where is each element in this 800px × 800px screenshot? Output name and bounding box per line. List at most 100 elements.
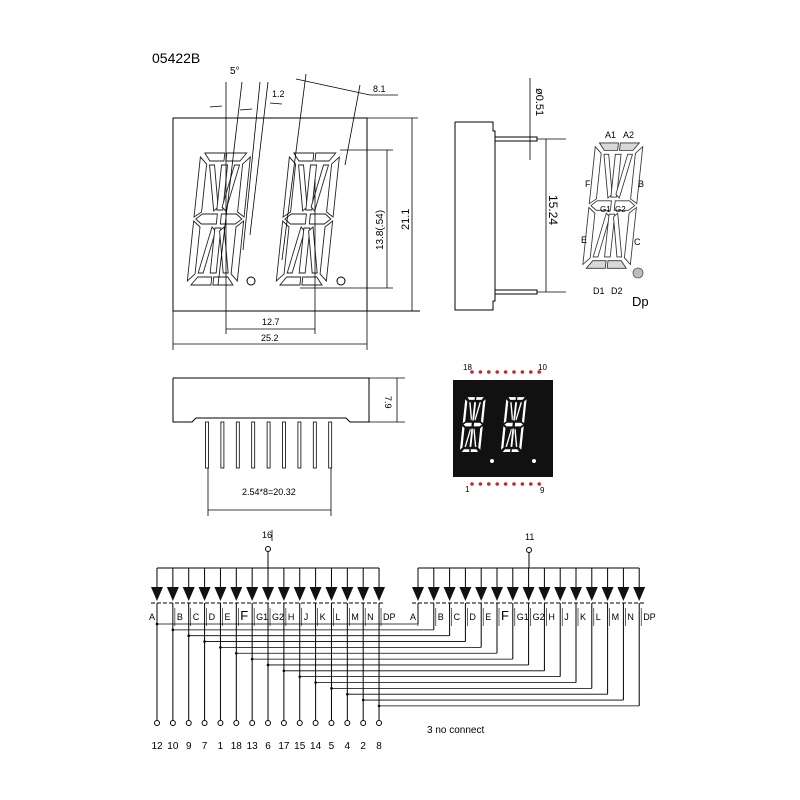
label-d2: D2 bbox=[611, 286, 623, 296]
junction-dot bbox=[377, 704, 381, 708]
decimal-point bbox=[246, 276, 256, 286]
pin-terminal bbox=[280, 720, 287, 726]
segment-d1 bbox=[585, 260, 607, 269]
segment-width-label: 1.2 bbox=[272, 89, 285, 99]
pin-label-1: 1 bbox=[465, 485, 470, 494]
segment-label-a: A bbox=[410, 612, 416, 622]
segment-a2 bbox=[619, 142, 641, 151]
common-pin-terminal bbox=[265, 546, 271, 552]
segment-j bbox=[514, 401, 523, 422]
segment-c bbox=[518, 424, 525, 452]
side-pin-bottom bbox=[494, 289, 538, 295]
junction-dot bbox=[314, 681, 317, 684]
diode-symbol bbox=[427, 587, 440, 601]
junction-dot bbox=[219, 646, 222, 649]
pin-terminal bbox=[154, 720, 160, 726]
pin-dot bbox=[503, 482, 508, 486]
pin-dot bbox=[470, 370, 474, 374]
segment-j bbox=[615, 153, 634, 199]
diode-symbol bbox=[214, 587, 227, 601]
diode-symbol bbox=[151, 587, 163, 601]
segment-l bbox=[604, 213, 616, 258]
label-g2: G2 bbox=[615, 205, 626, 214]
segment-a2 bbox=[225, 152, 248, 162]
label-b: B bbox=[638, 179, 644, 189]
segment-c bbox=[319, 220, 334, 283]
pin bbox=[297, 421, 302, 469]
pin-terminal bbox=[344, 720, 351, 726]
segment-i bbox=[610, 153, 622, 198]
segment-l bbox=[209, 227, 222, 274]
segment-label-m: M bbox=[351, 612, 359, 622]
segment-label-m: M bbox=[612, 612, 620, 622]
pin-span-label: 2.54*8=20.32 bbox=[242, 487, 296, 497]
diode-symbol bbox=[475, 587, 488, 601]
segment-label-h: H bbox=[548, 612, 555, 622]
segment-label-k: K bbox=[580, 612, 586, 622]
segment-label-l: L bbox=[335, 612, 340, 622]
segment-c bbox=[623, 206, 637, 266]
segment-a1 bbox=[466, 396, 476, 401]
pin-dot bbox=[512, 482, 516, 486]
label-c: C bbox=[634, 237, 641, 247]
pin-terminal bbox=[328, 720, 335, 726]
segment-label-c: C bbox=[454, 612, 461, 622]
segment-g1 bbox=[462, 422, 473, 427]
pin-terminal bbox=[233, 720, 240, 726]
diode-symbol bbox=[341, 587, 354, 601]
pin-dot bbox=[487, 482, 491, 486]
junction-dot bbox=[361, 698, 365, 702]
diode-symbol bbox=[459, 587, 472, 601]
pin-number: 6 bbox=[265, 741, 271, 752]
segment-label-j: J bbox=[564, 612, 569, 622]
pin-terminal bbox=[296, 720, 303, 726]
segment-i bbox=[305, 164, 318, 211]
pin-dot bbox=[478, 482, 483, 486]
pin-number: 2 bbox=[360, 741, 366, 752]
segment-m bbox=[613, 212, 623, 258]
label-e: E bbox=[581, 235, 587, 245]
segment-g2 bbox=[308, 213, 332, 225]
diode-symbol bbox=[522, 587, 535, 601]
slant-line bbox=[242, 81, 261, 251]
no-connect-note: 3 no connect bbox=[427, 725, 484, 736]
diode-symbol bbox=[293, 587, 306, 601]
segment-d2 bbox=[510, 448, 521, 453]
pin-label-9: 9 bbox=[540, 486, 545, 495]
sixteen-segment-digit bbox=[186, 152, 251, 286]
common-pin-left-label: 16 bbox=[262, 530, 272, 540]
segment-label-n: N bbox=[367, 612, 374, 622]
pin bbox=[282, 421, 286, 469]
pin bbox=[235, 421, 240, 469]
segment-g1 bbox=[503, 422, 514, 427]
diode-symbol bbox=[633, 587, 646, 601]
pin-number: 4 bbox=[345, 741, 351, 752]
segment-a2 bbox=[475, 396, 486, 401]
bottom-height-label: 7.9 bbox=[383, 396, 393, 409]
slant-line bbox=[249, 81, 269, 236]
pin-number: 5 bbox=[329, 741, 335, 752]
pin-terminal bbox=[249, 720, 256, 726]
segment-d2 bbox=[469, 448, 480, 453]
segment-l bbox=[468, 428, 474, 448]
width-arrow bbox=[269, 102, 283, 105]
segment-b bbox=[326, 155, 340, 218]
pin-terminal bbox=[185, 720, 192, 726]
pin-dot bbox=[537, 370, 541, 374]
segment-f bbox=[461, 397, 468, 425]
label-a2: A2 bbox=[623, 130, 634, 140]
pin-dot bbox=[470, 482, 474, 486]
angle-label: 5° bbox=[230, 66, 240, 77]
slant-line bbox=[281, 73, 307, 261]
segment-e bbox=[582, 206, 596, 266]
pin-terminal bbox=[360, 720, 367, 726]
segment-label-a: A bbox=[149, 612, 155, 622]
segment-a1 bbox=[598, 142, 619, 151]
junction-dot bbox=[187, 634, 191, 637]
pin-number: 13 bbox=[247, 741, 259, 752]
pin-label-18: 18 bbox=[463, 363, 472, 372]
junction-dot bbox=[282, 669, 286, 673]
segment-b bbox=[237, 155, 251, 218]
